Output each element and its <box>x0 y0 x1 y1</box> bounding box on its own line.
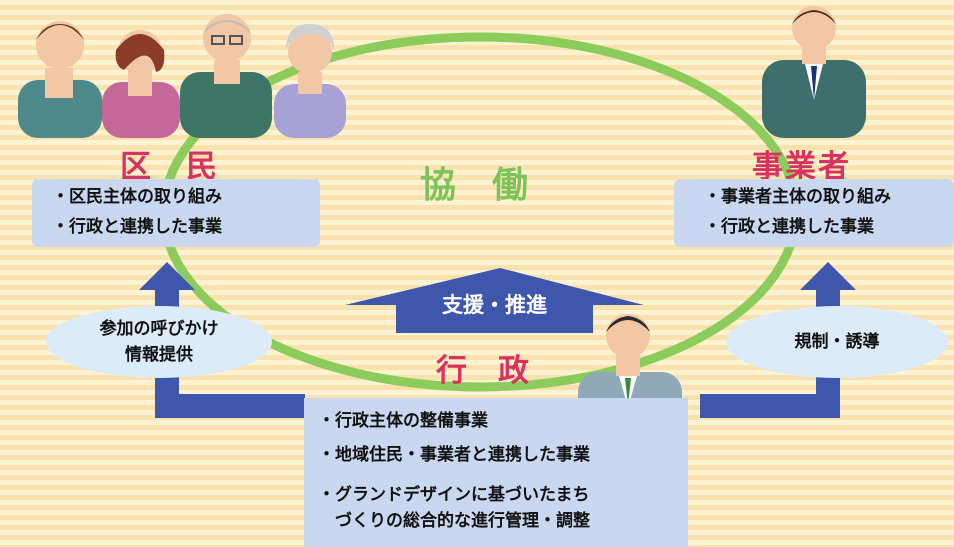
government-item: づくりの総合的な進行管理・調整 <box>318 511 590 531</box>
government-item: ・グランドデザインに基づいたまち <box>318 485 590 505</box>
government-item: ・行政主体の整備事業 <box>318 411 488 431</box>
business-box: ・事業者主体の取り組み ・行政と連携した事業 <box>674 179 954 247</box>
resident-woman-icon <box>102 30 180 138</box>
government-item: ・地域住民・事業者と連携した事業 <box>318 445 590 465</box>
residents-box: ・区民主体の取り組み ・行政と連携した事業 <box>32 179 320 247</box>
resident-elderly-woman-icon <box>274 24 346 138</box>
support-label: 支援・推進 <box>442 293 547 317</box>
residents-item: ・区民主体の取り組み <box>52 187 222 207</box>
businessman-icon <box>762 6 866 138</box>
resident-elderly-man-icon <box>180 14 272 138</box>
cooperation-title: 協 働 <box>420 165 529 206</box>
right-info-oval: 規制・誘導 <box>726 306 948 378</box>
business-item: ・事業者主体の取り組み <box>704 187 891 207</box>
left-info-oval: 参加の呼びかけ 情報提供 <box>46 306 272 378</box>
left-oval-line1: 参加の呼びかけ <box>99 319 219 339</box>
right-connector-arrow <box>700 262 856 418</box>
residents-item: ・行政と連携した事業 <box>52 217 222 237</box>
support-arrow <box>345 268 644 333</box>
left-oval-line2: 情報提供 <box>125 345 193 365</box>
business-item: ・行政と連携した事業 <box>704 217 874 237</box>
government-heading: 行 政 <box>436 353 529 389</box>
resident-man-icon <box>18 21 102 138</box>
government-box: ・行政主体の整備事業 ・地域住民・事業者と連携した事業 ・グランドデザインに基づ… <box>304 398 688 547</box>
right-oval-line1: 規制・誘導 <box>794 332 880 352</box>
